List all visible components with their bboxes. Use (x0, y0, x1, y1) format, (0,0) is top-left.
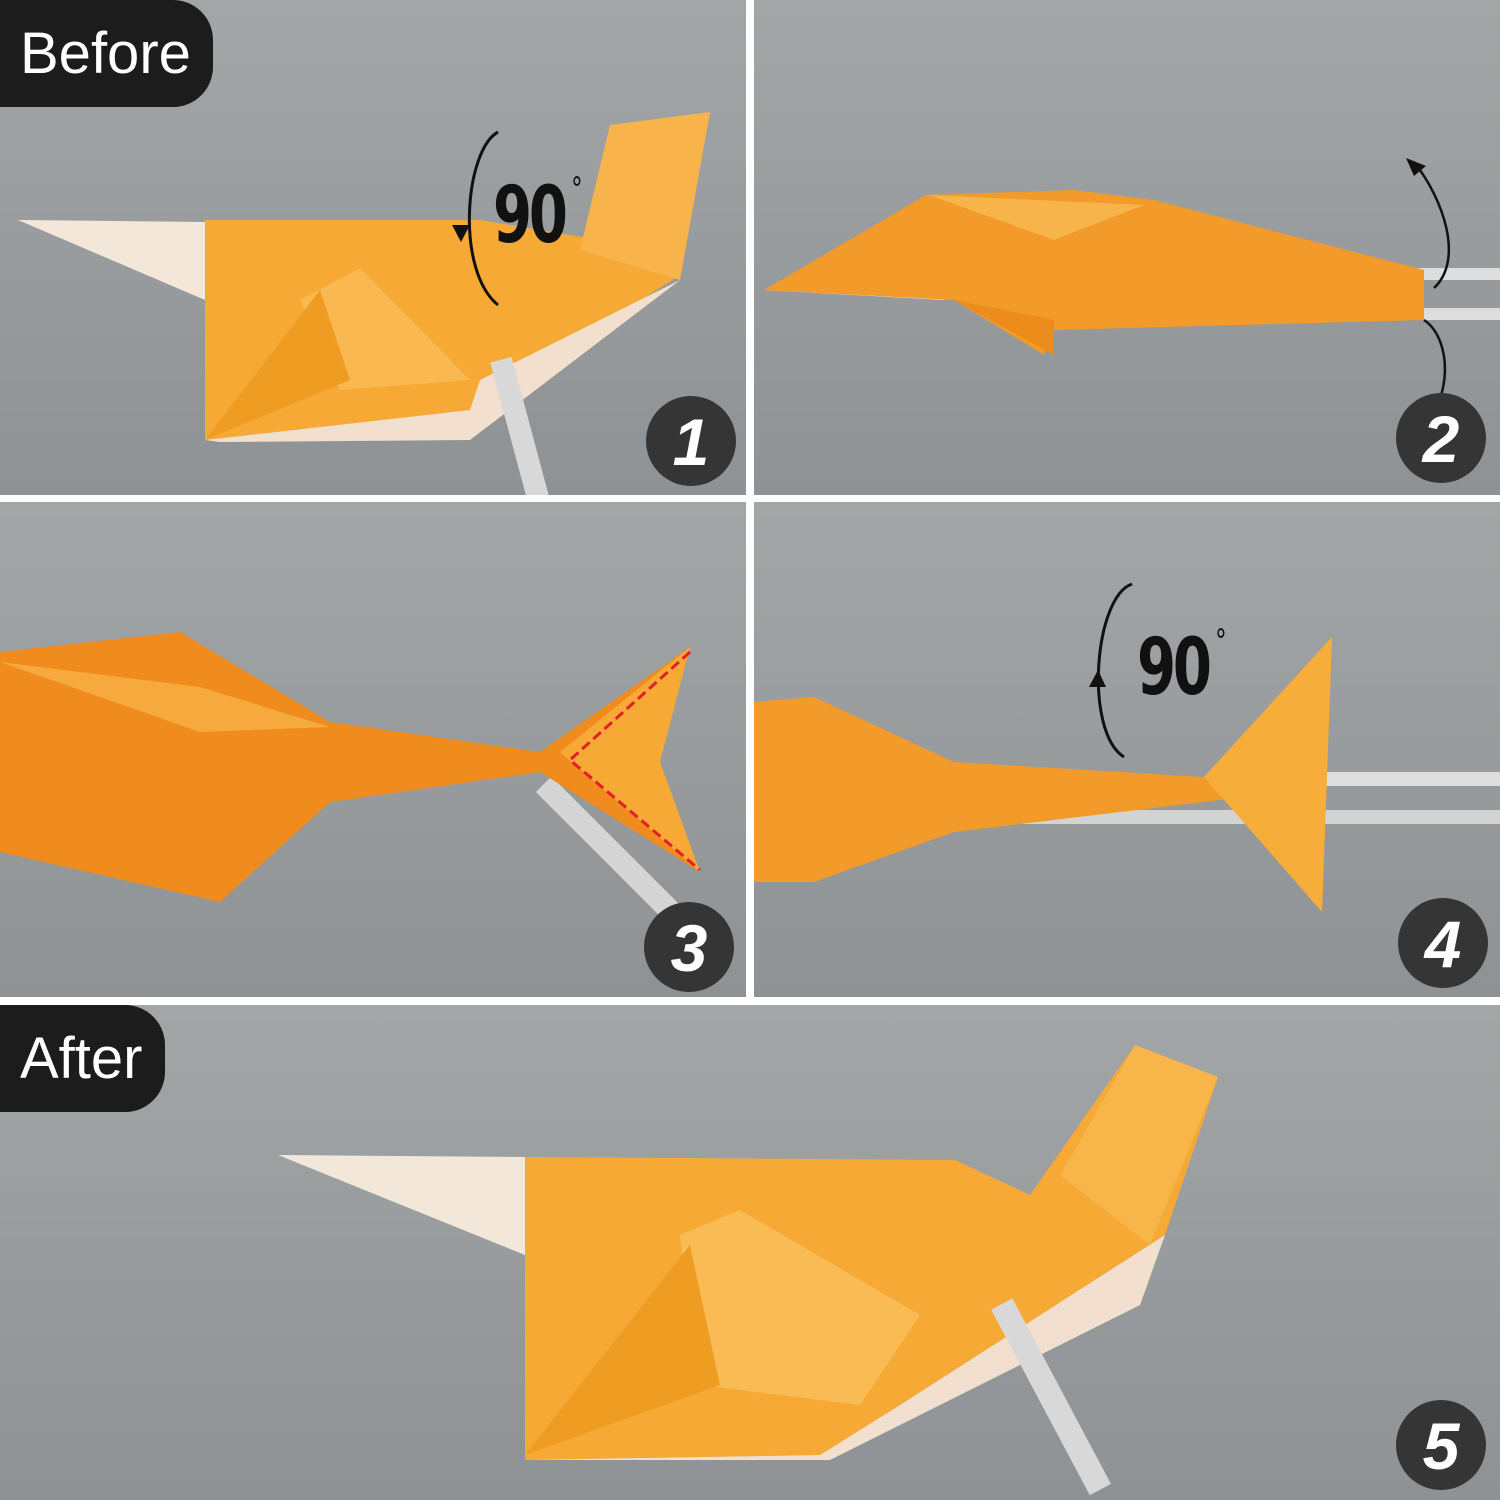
degree-symbol: ° (571, 170, 583, 208)
step-number-badge: 1 (646, 396, 736, 486)
step-number-badge: 2 (1396, 393, 1486, 483)
origami-plane-finished-image (278, 1045, 1218, 1496)
step-number-badge: 3 (644, 902, 734, 992)
rotation-value: 90 (1137, 623, 1212, 713)
step-5-panel: After 5 (0, 1005, 1500, 1500)
after-label: After (0, 1005, 165, 1112)
origami-tail-fold-image (0, 632, 722, 962)
step-4-panel: 90° 4 (754, 502, 1500, 997)
rotation-label: 90° (493, 170, 583, 261)
step-number-badge: 5 (1396, 1400, 1486, 1490)
step-number-badge: 4 (1398, 898, 1488, 988)
before-label: Before (0, 0, 213, 107)
step-2-panel: 2 (754, 0, 1500, 495)
origami-plane-front-view-image (764, 158, 1500, 444)
origami-plane-side-view-image (18, 112, 710, 495)
step-1-panel: 90° Before 1 (0, 0, 746, 495)
degree-symbol: ° (1215, 622, 1227, 660)
rotation-label: 90° (1137, 622, 1227, 713)
rotation-value: 90 (493, 171, 568, 261)
step-3-panel: 3 (0, 502, 746, 997)
origami-tail-rotate-image (754, 582, 1500, 912)
